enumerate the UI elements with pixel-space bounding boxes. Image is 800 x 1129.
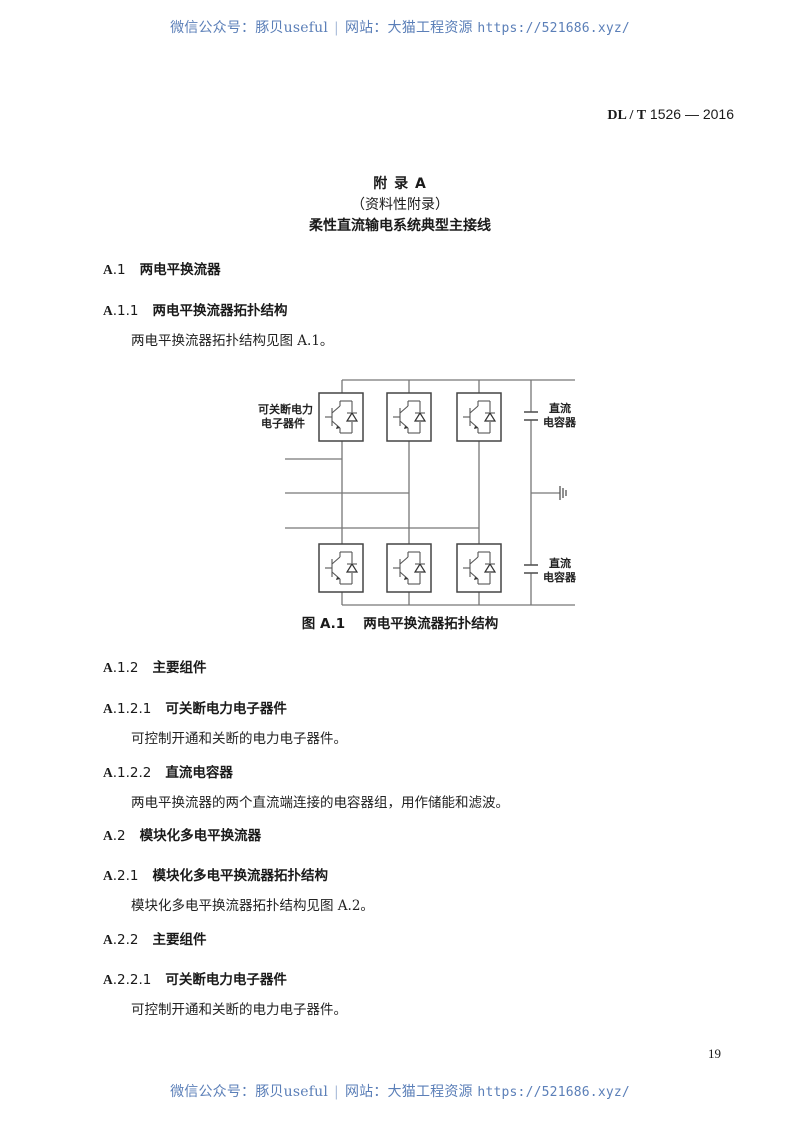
watermark-site: 网站：大猫工程资源 [344,20,473,36]
section-title: 两电平换流器拓扑结构 [152,303,288,319]
section-heading-a122: A.1.2.2 直流电容器 [103,761,233,781]
standard-code: DL / T 1526 — 2016 [607,106,734,124]
figure-caption: 图 A.1 两电平换流器拓扑结构 [0,612,800,632]
appendix-title: 附 录 A [373,176,427,192]
appendix-subtitle: （资料性附录） [351,197,449,213]
section-heading-a2: A.2 模块化多电平换流器 [103,824,261,844]
paragraph-a122: 两电平换流器的两个直流端连接的电容器组，用作储能和滤波。 [131,795,509,811]
dc-capacitor-bottom-icon [524,564,538,574]
section-number: .2.2.1 [112,972,152,988]
watermark-url[interactable]: https://521686.xyz/ [477,1085,630,1100]
watermark-separator: | [334,20,339,36]
label-switch-line2: 电子器件 [261,417,305,430]
paragraph-a21: 模块化多电平换流器拓扑结构见图 A.2。 [131,898,374,914]
section-heading-a11: A.1.1 两电平换流器拓扑结构 [103,299,288,319]
switch-module-bottom-3 [456,543,502,593]
section-title: 可关断电力电子器件 [165,701,287,717]
section-heading-a22: A.2.2 主要组件 [103,928,207,948]
watermark-separator: | [334,1084,339,1100]
switch-module-bottom-2 [386,543,432,593]
section-heading-a12: A.1.2 主要组件 [103,656,207,676]
section-number-prefix: A [103,765,113,780]
label-dc-capacitor-top: 直流 电容器 [543,402,576,430]
section-number-prefix: A [103,262,113,277]
section-title: 模块化多电平换流器拓扑结构 [152,868,329,884]
page-number: 19 [708,1046,721,1061]
section-number-prefix: A [103,303,113,318]
label-cap-top-line1: 直流 [549,402,571,415]
switch-module-top-2 [386,392,432,442]
section-number: .2.1 [112,868,139,884]
watermark-wechat: 微信公众号：豚贝useful [170,20,329,36]
label-switch-device: 可关断电力 电子器件 [258,403,313,431]
paragraph-a11: 两电平换流器拓扑结构见图 A.1。 [131,333,334,349]
section-number-prefix: A [103,701,113,716]
figure-title: 两电平换流器拓扑结构 [363,616,499,632]
section-title: 两电平换流器 [139,262,221,278]
section-number-prefix: A [103,972,113,987]
label-cap-top-line2: 电容器 [543,416,576,429]
watermark-bottom: 微信公众号：豚贝useful | 网站：大猫工程资源 https://521686.… [0,1081,800,1101]
dc-capacitor-top-icon [524,411,538,421]
section-number-prefix: A [103,660,113,675]
watermark-wechat: 微信公众号：豚贝useful [170,1084,329,1100]
appendix-heading: 柔性直流输电系统典型主接线 [309,218,491,234]
section-number-prefix: A [103,868,113,883]
switch-module-top-1 [318,392,364,442]
section-heading-a121: A.1.2.1 可关断电力电子器件 [103,697,287,717]
section-heading-a1: A.1 两电平换流器 [103,258,221,278]
watermark-top: 微信公众号：豚贝useful | 网站：大猫工程资源 https://521686.… [0,17,800,37]
section-number: .1.2 [112,660,139,676]
switch-module-bottom-1 [318,543,364,593]
ground-icon [559,486,567,500]
watermark-url[interactable]: https://521686.xyz/ [477,21,630,36]
section-number: .1.2.1 [112,701,152,717]
switch-module-top-3 [456,392,502,442]
section-title: 模块化多电平换流器 [139,828,262,844]
paragraph-a221: 可控制开通和关断的电力电子器件。 [131,1002,347,1018]
paragraph-a121: 可控制开通和关断的电力电子器件。 [131,731,347,747]
section-title: 主要组件 [152,932,207,948]
label-cap-bottom-line2: 电容器 [543,571,576,584]
section-number-prefix: A [103,828,113,843]
section-heading-a21: A.2.1 模块化多电平换流器拓扑结构 [103,864,328,884]
section-number: .1 [112,262,126,278]
section-title: 可关断电力电子器件 [165,972,287,988]
label-cap-bottom-line1: 直流 [549,557,571,570]
standard-code-number: 1526 — 2016 [646,106,734,122]
label-dc-capacitor-bottom: 直流 电容器 [543,557,576,585]
section-title: 直流电容器 [165,765,233,781]
figure-number: 图 A.1 [301,616,346,632]
watermark-site: 网站：大猫工程资源 [344,1084,473,1100]
section-number-prefix: A [103,932,113,947]
section-number: .2 [112,828,126,844]
section-number: .2.2 [112,932,139,948]
section-heading-a221: A.2.2.1 可关断电力电子器件 [103,968,287,988]
section-title: 主要组件 [152,660,207,676]
section-number: .1.1 [112,303,139,319]
section-number: .1.2.2 [112,765,152,781]
label-switch-line1: 可关断电力 [258,403,313,416]
standard-code-prefix: DL / T [607,108,647,123]
